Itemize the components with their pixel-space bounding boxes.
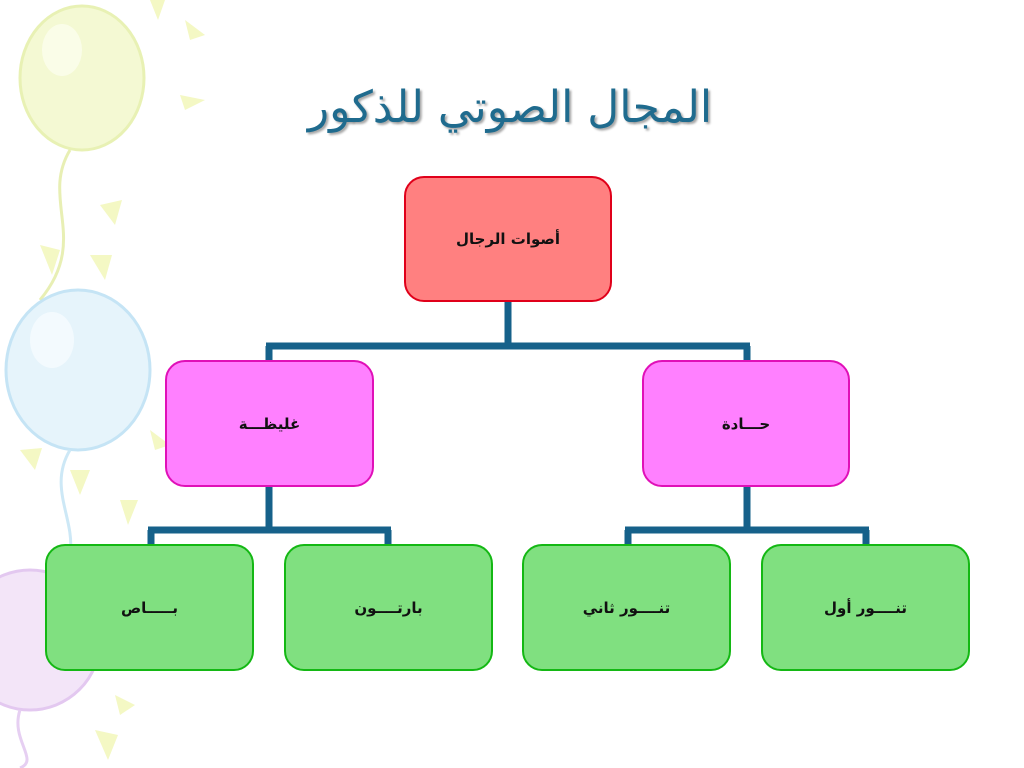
node-baritone[interactable]: بارتــــون [284,544,493,671]
node-thick-label: غليظـــة [238,414,301,433]
node-bass-label: بـــــاص [120,598,179,617]
node-sharp-label: حـــادة [721,414,771,433]
node-tenor-first[interactable]: تنــــور أول [761,544,970,671]
node-tenor-second[interactable]: تنــــور ثاني [522,544,731,671]
node-bass[interactable]: بـــــاص [45,544,254,671]
slide-title: المجال الصوتي للذكور [307,82,713,133]
root-node-label: أصوات الرجال [455,230,561,248]
node-thick[interactable]: غليظـــة [165,360,374,487]
root-node[interactable]: أصوات الرجال [404,176,612,302]
node-tenor-first-label: تنــــور أول [824,598,908,617]
node-sharp[interactable]: حـــادة [642,360,850,487]
node-tenor-second-label: تنــــور ثاني [582,598,671,617]
node-baritone-label: بارتــــون [354,598,423,617]
